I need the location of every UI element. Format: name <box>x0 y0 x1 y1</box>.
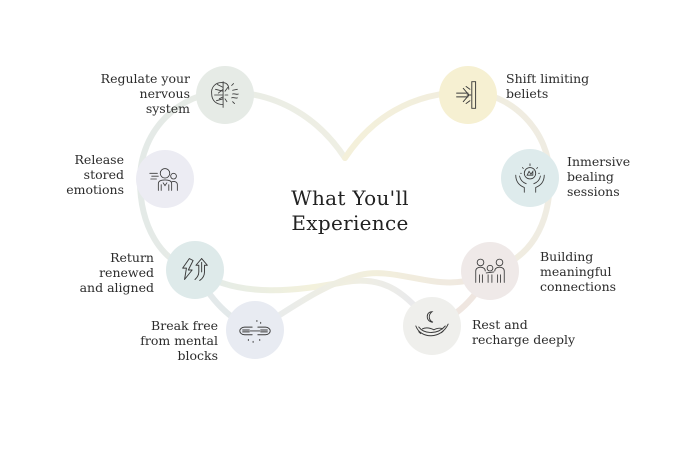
title-line-1: What You'll <box>291 186 409 210</box>
label-rest: Rest and recharge deeply <box>472 317 576 347</box>
node-release <box>136 150 194 208</box>
family-icon <box>475 258 505 283</box>
title-line-2: Experience <box>291 211 409 235</box>
node-building <box>461 242 519 300</box>
label-shift: Shift limiting beliets <box>506 71 590 101</box>
node-regulate <box>196 66 254 124</box>
label-break: Break free from mental blocks <box>140 318 218 363</box>
path-right-lobe <box>342 88 554 273</box>
hands-healing-icon <box>515 163 545 193</box>
people-emotion-icon <box>149 168 178 191</box>
node-break <box>226 301 284 359</box>
node-return <box>166 241 224 299</box>
diagram-title: What You'll Experience <box>270 186 430 236</box>
label-immersive: Inmersive bealing sessions <box>567 154 631 199</box>
moon-hammock-icon <box>415 311 449 337</box>
arrows-up-icon <box>182 258 208 281</box>
node-shift <box>439 66 497 124</box>
node-immersive <box>501 149 559 207</box>
label-release: Release stored emotions <box>66 152 124 197</box>
path-cross-b <box>252 267 493 333</box>
broken-chain-icon <box>239 320 271 343</box>
label-regulate: Regulate your nervous system <box>100 71 190 116</box>
label-return: Return renewed and aligned <box>79 250 154 295</box>
path-left-lobe <box>136 88 348 273</box>
wall-arrow-icon <box>456 81 477 109</box>
label-building: Building meaningful connections <box>540 249 617 294</box>
brain-icon <box>211 81 239 108</box>
node-rest <box>403 297 461 355</box>
